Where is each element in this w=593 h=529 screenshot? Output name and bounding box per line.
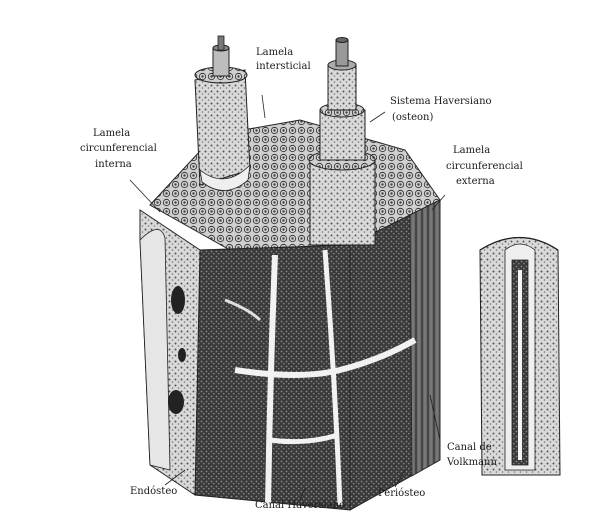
label-periosteo: Periósteo — [378, 488, 425, 500]
label-canal-volkmann-1: Canal de — [447, 442, 492, 454]
label-canal-volkmann-2: Volkmann — [447, 457, 497, 469]
label-lamela-interna-2: circunferencial — [80, 143, 157, 155]
label-sistema-haversiano-2: (osteon) — [392, 112, 433, 124]
label-lamela-externa-2: circunferencial — [446, 161, 523, 173]
label-endosteo: Endósteo — [130, 486, 177, 498]
label-lamela-intersticial-2: intersticial — [256, 61, 311, 73]
label-lamela-externa-1: Lamela — [453, 145, 490, 157]
label-lamela-interna-1: Lamela — [93, 128, 130, 140]
label-lamela-externa-3: externa — [456, 176, 495, 188]
label-sistema-haversiano-1: Sistema Haversiano — [390, 96, 492, 108]
label-canal-haversiano: Canal Haversiano — [255, 500, 345, 512]
label-lamela-interna-3: interna — [95, 159, 132, 171]
label-lamela-intersticial-1: Lamela — [256, 47, 293, 59]
